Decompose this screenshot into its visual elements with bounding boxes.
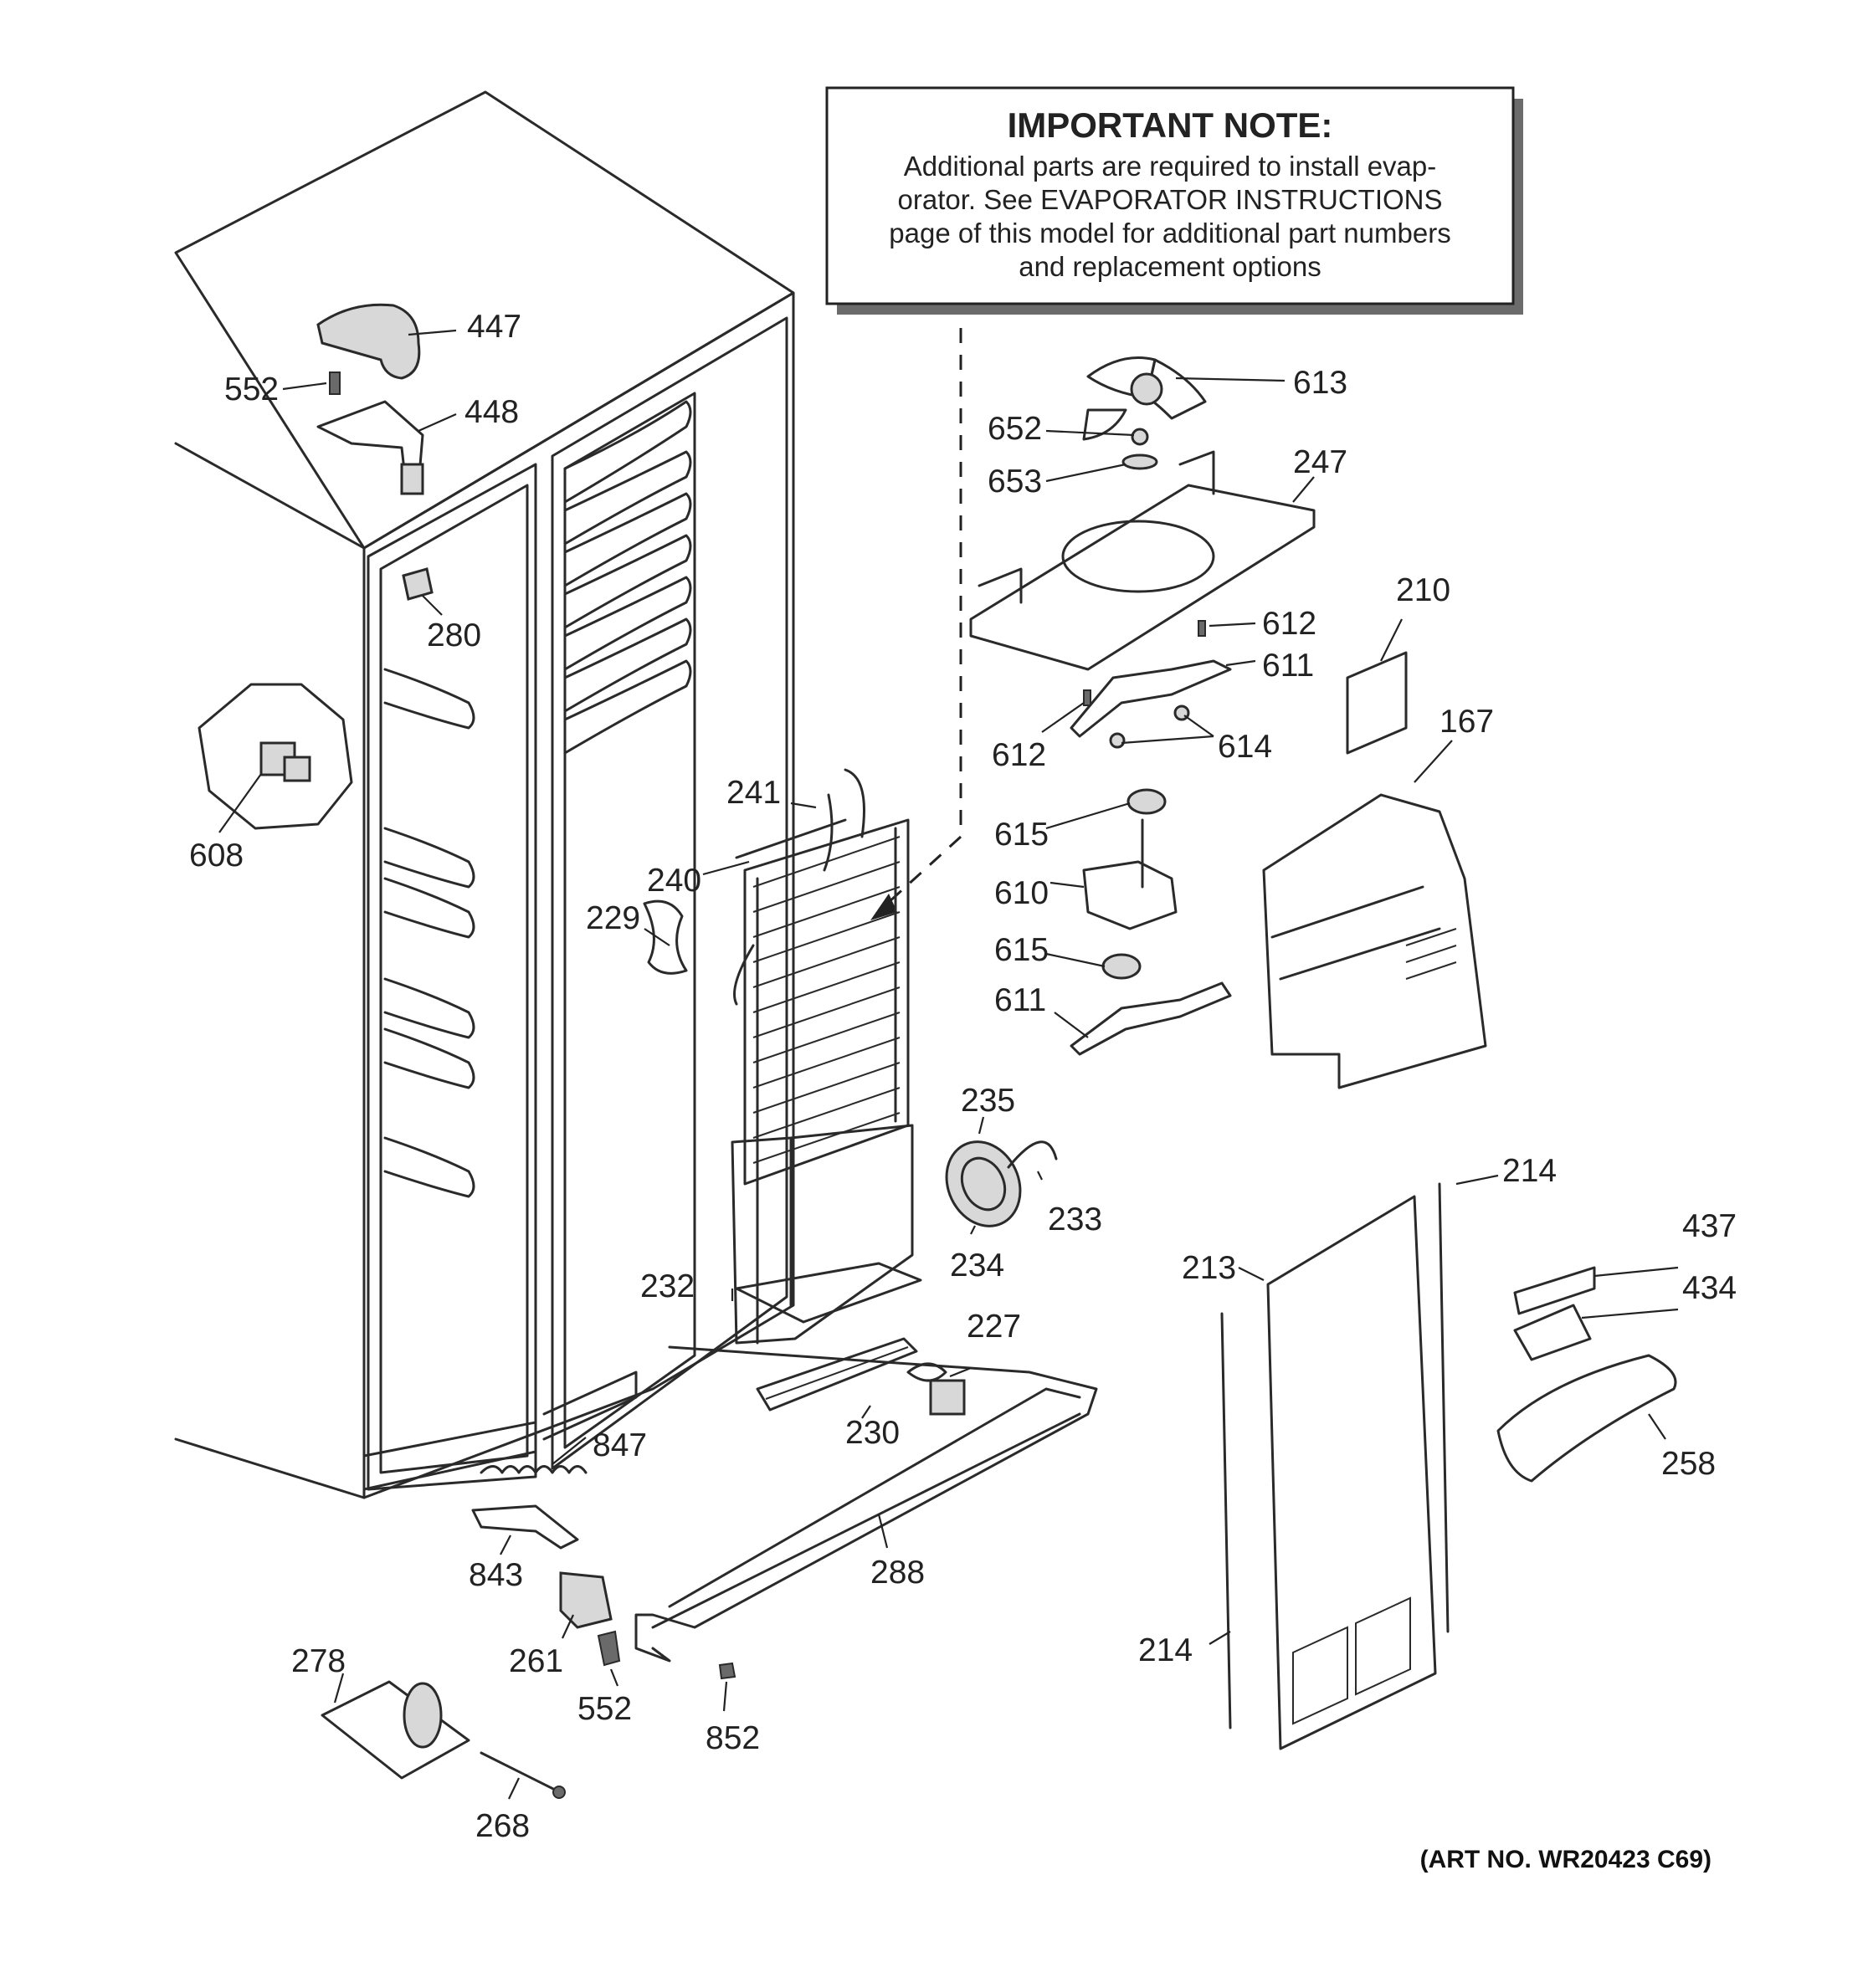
callout-615-upper: 615	[994, 817, 1049, 853]
part-437-board	[1513, 1266, 1596, 1315]
callout-552-bottom: 552	[577, 1691, 632, 1727]
part-214-gasket-left	[1220, 1312, 1232, 1729]
callout-214-upper: 214	[1502, 1153, 1557, 1189]
part-261-bracket	[559, 1571, 613, 1629]
art-number: (ART NO. WR20423 C69)	[1420, 1846, 1711, 1873]
part-268-bolt	[480, 1751, 558, 1792]
callout-611-lower: 611	[994, 982, 1046, 1018]
part-227-harness	[906, 1362, 966, 1416]
note-pointer-line	[885, 328, 962, 905]
callout-843: 843	[469, 1557, 523, 1593]
note-line-4: and replacement options	[1019, 251, 1321, 282]
part-230-trough	[756, 1337, 918, 1412]
door-switch-detail	[198, 683, 353, 830]
callout-434: 434	[1682, 1270, 1737, 1306]
top-hinge	[316, 400, 424, 495]
callout-227: 227	[967, 1309, 1021, 1345]
part-288-trim	[634, 1345, 1098, 1663]
callout-230: 230	[845, 1415, 900, 1451]
callout-210: 210	[1396, 572, 1450, 608]
callout-852: 852	[706, 1720, 760, 1756]
part-213-panel	[1266, 1195, 1437, 1750]
part-167-air-handler	[1262, 793, 1487, 1089]
callout-214-lower: 214	[1138, 1632, 1193, 1668]
callout-labels: 447 552 448 280 608 241 240 229 232 230 …	[189, 309, 1737, 1844]
part-258-cover	[1496, 1354, 1677, 1483]
callout-847: 847	[593, 1427, 647, 1463]
part-843-cam	[471, 1504, 579, 1550]
callout-167: 167	[1439, 704, 1494, 740]
evaporator	[733, 768, 910, 1186]
callout-258: 258	[1661, 1446, 1716, 1482]
callout-448: 448	[464, 394, 519, 430]
callout-612-upper: 612	[1262, 606, 1316, 642]
callout-268: 268	[475, 1808, 530, 1844]
callout-611-upper: 611	[1262, 648, 1314, 684]
callout-280: 280	[427, 617, 481, 653]
part-653-washer	[1121, 453, 1158, 470]
callout-240: 240	[647, 863, 701, 899]
important-note-box: IMPORTANT NOTE: Additional parts are req…	[825, 86, 1523, 315]
part-610-motor	[1082, 818, 1178, 930]
callout-234: 234	[950, 1248, 1004, 1283]
part-278-roller	[321, 1680, 470, 1780]
callout-437: 437	[1682, 1208, 1737, 1244]
part-847-spring	[480, 1465, 588, 1474]
part-240-tube	[735, 818, 847, 859]
part-615-grommet-lower	[1101, 953, 1142, 980]
callout-612-lower: 612	[992, 737, 1046, 773]
note-pointer-arrow	[870, 894, 897, 920]
callout-278: 278	[291, 1643, 346, 1679]
callout-232: 232	[640, 1268, 695, 1304]
note-title: IMPORTANT NOTE:	[1008, 105, 1333, 145]
evaporator-cover	[731, 1124, 922, 1345]
callout-447: 447	[467, 309, 521, 345]
part-652-nut	[1131, 428, 1149, 446]
callout-213: 213	[1182, 1250, 1236, 1286]
callout-261: 261	[509, 1643, 563, 1679]
callout-652: 652	[988, 411, 1042, 447]
part-852-screw	[718, 1662, 736, 1680]
part-615-grommet-upper	[1126, 788, 1167, 815]
part-229-foam	[643, 899, 688, 975]
callout-615-lower: 615	[994, 932, 1049, 968]
part-613-fan-blade	[1082, 356, 1207, 441]
note-line-2: orator. See EVAPORATOR INSTRUCTIONS	[898, 184, 1443, 215]
leader-lines	[218, 329, 1679, 1800]
part-614-grommet-a	[1109, 732, 1126, 749]
callout-233: 233	[1048, 1202, 1102, 1237]
callout-247: 247	[1293, 444, 1347, 480]
callout-614: 614	[1218, 729, 1272, 765]
hinge-screw-top	[329, 371, 341, 395]
callout-229: 229	[586, 900, 640, 936]
callout-653: 653	[988, 464, 1042, 500]
callout-613: 613	[1293, 365, 1347, 401]
part-247-shroud	[969, 450, 1316, 671]
callout-235: 235	[961, 1083, 1015, 1119]
note-line-1: Additional parts are required to install…	[904, 151, 1437, 182]
callout-552-top: 552	[224, 371, 279, 407]
part-210-damper	[1346, 651, 1408, 755]
part-611-bracket-upper	[1070, 659, 1232, 738]
part-612-screw-lower	[1083, 689, 1091, 706]
part-280-clip	[402, 567, 434, 601]
part-268-bolt-head	[552, 1786, 566, 1799]
refrigerator-cabinet	[174, 90, 795, 1499]
callout-241: 241	[726, 775, 781, 811]
callout-610: 610	[994, 875, 1049, 911]
part-214-gasket-right	[1438, 1182, 1450, 1633]
part-612-screw-upper	[1198, 620, 1206, 637]
part-434-housing	[1513, 1304, 1592, 1361]
top-hinge-cover	[316, 303, 421, 380]
callout-608: 608	[189, 838, 244, 874]
part-611-bracket-lower	[1070, 981, 1232, 1056]
part-235-grille	[945, 1140, 1058, 1227]
part-552-screw-bottom	[597, 1630, 621, 1667]
note-line-3: page of this model for additional part n…	[889, 218, 1450, 248]
callout-288: 288	[870, 1555, 925, 1591]
